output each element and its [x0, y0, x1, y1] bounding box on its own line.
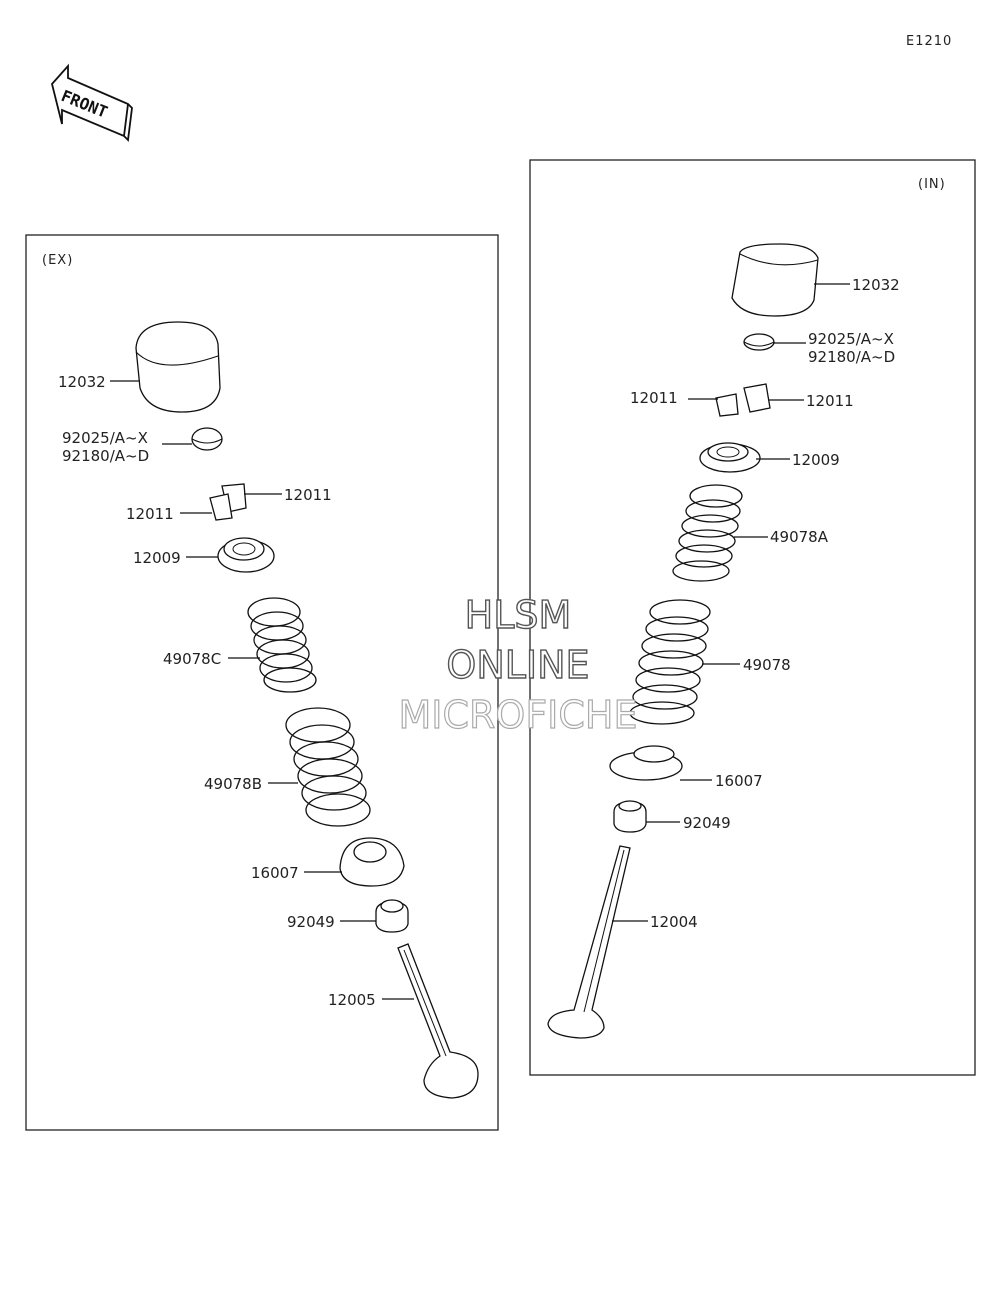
intake-label-cotter-left: 12011: [630, 389, 678, 407]
exhaust-label-shim-2: 92180/A~D: [62, 447, 149, 465]
exhaust-panel: (EX): [25, 234, 499, 1131]
exhaust-inner-spring: [247, 597, 317, 693]
exhaust-tappet: [135, 321, 221, 413]
intake-leader-lines: [612, 283, 850, 922]
intake-label-outer-spring: 49078: [743, 656, 791, 674]
exhaust-label-outer-spring: 49078B: [204, 775, 262, 793]
exhaust-label-shim-1: 92025/A~X: [62, 429, 148, 447]
intake-retainer: [699, 442, 761, 473]
watermark-line-2: ONLINE: [446, 643, 589, 687]
diagram-code: E1210: [906, 34, 952, 49]
intake-label-stem-seal: 92049: [683, 814, 731, 832]
exhaust-cotters: [209, 483, 247, 521]
intake-label-tappet: 12032: [852, 276, 900, 294]
intake-label-valve: 12004: [650, 913, 698, 931]
intake-label-cotter-right: 12011: [806, 392, 854, 410]
exhaust-panel-title: (EX): [42, 253, 73, 268]
intake-label-spring-seat: 16007: [715, 772, 763, 790]
intake-stem-seal: [613, 800, 647, 833]
exhaust-spring-seat: [339, 837, 405, 887]
exhaust-label-tappet: 12032: [58, 373, 106, 391]
intake-inner-spring: [672, 484, 743, 582]
intake-label-shim-2: 92180/A~D: [808, 348, 895, 366]
exhaust-stem-seal: [375, 899, 409, 933]
exhaust-leader-lines: [110, 380, 414, 1000]
exhaust-valve: [397, 943, 479, 1099]
intake-panel: (IN): [529, 159, 976, 1076]
exhaust-label-spring-seat: 16007: [251, 864, 299, 882]
intake-valve: [547, 845, 631, 1039]
intake-shim: [743, 333, 775, 351]
watermark-line-1: HLSM: [465, 593, 572, 637]
intake-panel-title: (IN): [918, 177, 946, 192]
intake-spring-seat: [609, 745, 683, 781]
exhaust-label-inner-spring: 49078C: [163, 650, 221, 668]
watermark: HLSM ONLINE MICROFICHE: [398, 592, 638, 737]
front-arrow-icon: FRONT: [51, 63, 133, 142]
exhaust-label-stem-seal: 92049: [287, 913, 335, 931]
watermark-line-3: MICROFICHE: [398, 693, 637, 737]
exhaust-outer-spring: [285, 707, 371, 827]
intake-outer-spring: [629, 599, 711, 725]
intake-cotters: [715, 383, 771, 417]
exhaust-label-cotter-left: 12011: [126, 505, 174, 523]
intake-label-retainer: 12009: [792, 451, 840, 469]
exhaust-retainer: [217, 537, 275, 573]
exhaust-shim: [191, 427, 223, 451]
exhaust-label-retainer: 12009: [133, 549, 181, 567]
intake-label-inner-spring: 49078A: [770, 528, 829, 546]
exhaust-label-cotter-right: 12011: [284, 486, 332, 504]
exhaust-label-valve: 12005: [328, 991, 376, 1009]
intake-tappet: [731, 243, 819, 317]
intake-label-shim-1: 92025/A~X: [808, 330, 894, 348]
